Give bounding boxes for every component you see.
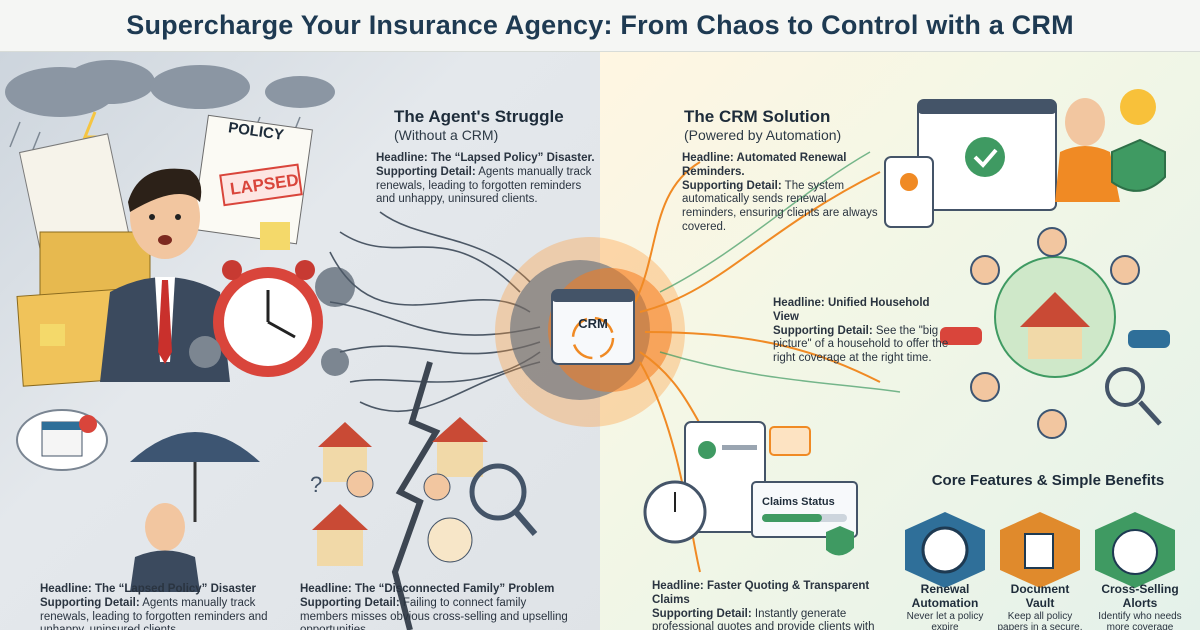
solution-block-3: Headline: Faster Quoting & Transparent C… — [652, 580, 892, 630]
detail-label: Supporting Detail: — [376, 165, 476, 178]
solution-section: The CRM Solution (Powered by Automation) — [684, 107, 841, 144]
block-headline: Headline: Unified Household View — [773, 297, 930, 323]
detail-label: Supporting Detail: — [300, 596, 400, 609]
detail-text: Failing to connect family members misses… — [300, 596, 568, 630]
detail-label: Supporting Detail: — [40, 596, 140, 609]
houses-icon — [312, 417, 488, 566]
gears-icon — [189, 267, 355, 376]
calendar-alert-icon — [16, 409, 108, 471]
block-headline: Headline: Automated Renewal Reminders. — [682, 152, 847, 178]
lapsed-stamp-box — [219, 163, 303, 207]
alarm-clock-icon — [213, 260, 323, 377]
svg-text:?: ? — [310, 472, 322, 497]
solution-heading: The CRM Solution — [684, 107, 831, 126]
crack-divider — [391, 361, 441, 630]
feature-cross-selling-alerts: Cross-Selling Alorts Identify who needs … — [1090, 582, 1190, 630]
feature-name: Document Vault — [1010, 582, 1070, 611]
claims-status-label: Claims Status — [762, 496, 835, 508]
feature-desc: Identify who needs more coverage — [1098, 610, 1182, 630]
feature-renewal-automation: Renewal Automation Never let a policy ex… — [905, 582, 985, 630]
detail-text: Agents manually track renewals, leading … — [40, 596, 268, 630]
detail-text: The system automatically sends renewal r… — [682, 179, 878, 233]
feature-desc: Never let a policy expire — [906, 610, 984, 630]
struggle-block-1: Headline: The “Lapsed Policy” Disaster. … — [376, 152, 601, 207]
feature-name: Cross-Selling Alorts — [1101, 582, 1179, 611]
detail-label: Supporting Detail: — [682, 179, 782, 192]
struggle-bottom-1: Headline: The “Lapsed Policy” Disaster S… — [40, 583, 290, 630]
umbrella-agent-illustration — [130, 432, 260, 592]
title-bar: Supercharge Your Insurance Agency: From … — [0, 0, 1200, 52]
block-headline: Headline: The “Lapsed Policy” Disaster — [40, 583, 257, 595]
solution-subheading: (Powered by Automation) — [684, 127, 842, 144]
feature-document-vault: Document Vault Keep all policy papers in… — [995, 582, 1085, 630]
features-title: Core Features & Simple Benefits — [931, 472, 1165, 489]
claims-illustration — [643, 421, 858, 556]
family-avatars — [346, 463, 538, 563]
detail-text: Agents manually track renewals, leading … — [376, 165, 592, 206]
detail-label: Supporting Detail: — [652, 607, 752, 620]
struggle-section: The Agent's Struggle (Without a CRM) — [394, 107, 564, 144]
storm-cloud-icon — [5, 60, 335, 117]
feature-desc: Keep all policy papers in a secure, — [997, 610, 1083, 630]
solution-block-2: Headline: Unified Household View Support… — [773, 297, 951, 366]
detail-text: See the "big picture" of a household to … — [773, 324, 949, 365]
renewal-devices-illustration — [884, 89, 1166, 228]
detail-text: Instantly generate professional quotes a… — [652, 607, 875, 630]
page-title: Supercharge Your Insurance Agency: From … — [126, 10, 1074, 40]
tangled-wires — [329, 211, 541, 413]
features-hexagons — [905, 512, 1175, 588]
infographic-artwork: ? — [5, 60, 1175, 630]
struggle-heading: The Agent's Struggle — [394, 107, 564, 126]
detail-label: Supporting Detail: — [773, 324, 873, 337]
household-network — [940, 227, 1170, 439]
feature-name: Renewal Automation — [911, 582, 979, 611]
struggle-bottom-2: Headline: The “Disconnected Family” Prob… — [300, 583, 575, 630]
solution-block-1: Headline: Automated Renewal Reminders. S… — [682, 152, 882, 235]
block-headline: Headline: The “Lapsed Policy” Disaster. — [376, 152, 595, 164]
struggle-subheading: (Without a CRM) — [394, 127, 499, 144]
block-headline: Headline: Faster Quoting & Transparent C… — [652, 580, 870, 606]
crm-label: CRM — [578, 316, 608, 331]
block-headline: Headline: The “Disconnected Family” Prob… — [300, 583, 555, 595]
